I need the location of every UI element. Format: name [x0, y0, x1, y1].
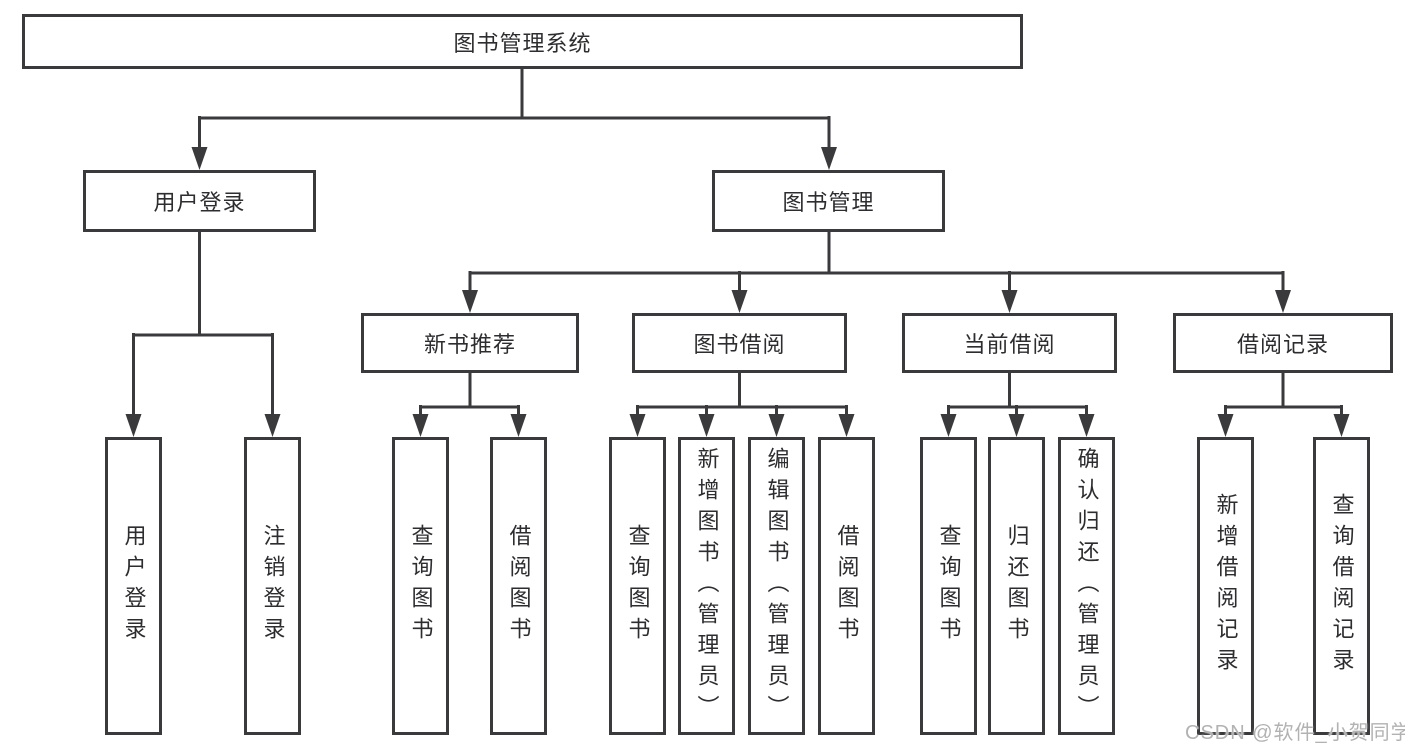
node-leaf-return-books: 归还图书	[988, 437, 1045, 735]
node-library-management-system: 图书管理系统	[22, 14, 1023, 69]
node-current-borrowing: 当前借阅	[902, 313, 1117, 373]
connector-shafts	[132, 69, 1343, 417]
node-label: 借阅记录	[1236, 332, 1329, 357]
node-label: 查询借阅记录	[1329, 493, 1355, 679]
node-label: 借阅图书	[834, 524, 860, 648]
node-label: 注销登录	[260, 524, 286, 648]
node-label: 查询图书	[936, 524, 962, 648]
node-leaf-user-login: 用户登录	[105, 437, 162, 735]
node-leaf-borrow-books: 借阅图书	[490, 437, 547, 735]
arrowheads	[125, 147, 1350, 437]
node-user-login: 用户登录	[83, 170, 316, 232]
node-new-book-recommendation: 新书推荐	[361, 313, 579, 373]
csdn-watermark: CSDN @软件_小贺同学	[1185, 722, 1405, 744]
node-leaf-confirm-return-admin: 确认归还（管理员）	[1058, 437, 1115, 735]
node-label: 确认归还（管理员）	[1074, 446, 1100, 726]
node-label: 编辑图书（管理员）	[764, 446, 790, 726]
node-label: 借阅图书	[506, 524, 532, 648]
node-borrowing-records: 借阅记录	[1173, 313, 1393, 373]
node-leaf-edit-books-admin: 编辑图书（管理员）	[748, 437, 805, 735]
node-leaf-borrow-books: 借阅图书	[818, 437, 875, 735]
node-label: 新增借阅记录	[1213, 493, 1239, 679]
node-leaf-query-books: 查询图书	[392, 437, 449, 735]
node-label: 图书管理系统	[453, 30, 592, 56]
node-label: 图书借阅	[693, 332, 786, 357]
node-leaf-query-books: 查询图书	[920, 437, 977, 735]
node-label: 归还图书	[1004, 524, 1030, 648]
node-leaf-query-borrow-record: 查询借阅记录	[1313, 437, 1370, 735]
node-label: 当前借阅	[963, 332, 1056, 357]
node-leaf-query-books: 查询图书	[609, 437, 666, 735]
node-label: 新增图书（管理员）	[694, 446, 720, 726]
node-leaf-logout: 注销登录	[244, 437, 301, 735]
node-label: 用户登录	[121, 524, 147, 648]
node-label: 用户登录	[153, 190, 246, 215]
node-book-borrowing: 图书借阅	[632, 313, 847, 373]
node-leaf-add-books-admin: 新增图书（管理员）	[678, 437, 735, 735]
node-label: 查询图书	[408, 524, 434, 648]
node-label: 图书管理	[782, 190, 875, 215]
node-book-management: 图书管理	[712, 170, 945, 232]
node-label: 查询图书	[625, 524, 651, 648]
node-label: 新书推荐	[423, 332, 516, 357]
node-leaf-add-borrow-record: 新增借阅记录	[1197, 437, 1254, 735]
